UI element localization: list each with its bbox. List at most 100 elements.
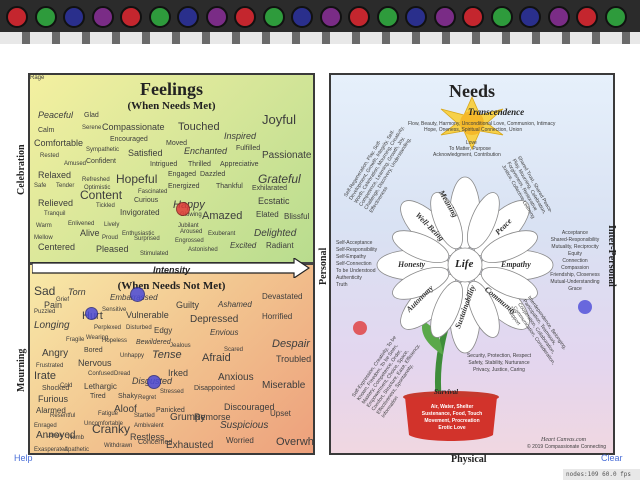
feeling-met-word[interactable]: Astonished (188, 247, 218, 253)
feeling-met-word[interactable]: Jubilant (178, 223, 199, 229)
color-dot[interactable] (405, 6, 427, 28)
need-marker-autonomy[interactable] (353, 321, 367, 335)
color-dot[interactable] (91, 6, 114, 28)
feeling-met-word[interactable]: Curious (134, 197, 159, 204)
needs-panel[interactable]: Needs (329, 73, 615, 455)
feeling-met-word[interactable]: Confident (86, 158, 116, 165)
feeling-met-word[interactable]: Enthusiastic (122, 231, 155, 237)
color-dot[interactable] (205, 6, 228, 28)
feeling-met-word[interactable]: Passionate (262, 150, 312, 161)
feeling-met-word[interactable]: Ecstatic (258, 196, 290, 206)
feeling-met-word[interactable]: Glowing (180, 212, 202, 218)
feeling-met-word[interactable]: Invigorated (120, 208, 160, 217)
feeling-unmet-word[interactable]: Scared (224, 347, 244, 353)
need-marker-community[interactable] (578, 300, 592, 314)
feeling-unmet-word[interactable]: Withdrawn (104, 443, 133, 449)
feeling-unmet-word[interactable]: Jealous (170, 343, 191, 349)
feeling-unmet-word[interactable]: Ashamed (218, 300, 252, 309)
color-dot[interactable] (319, 6, 342, 28)
feeling-met-word[interactable]: Centered (38, 242, 76, 252)
feeling-unmet-word[interactable]: Remorse (194, 412, 231, 422)
feeling-unmet-word[interactable]: Torn (68, 287, 86, 297)
feeling-unmet-word[interactable]: Restless (130, 432, 165, 442)
feeling-met-word[interactable]: Aroused (180, 229, 203, 235)
feeling-unmet-word[interactable]: Startled (134, 413, 155, 419)
feeling-unmet-word[interactable]: Nervous (78, 358, 112, 368)
feeling-unmet-word[interactable]: Stressed (160, 389, 184, 395)
clear-link[interactable]: Clear (601, 453, 623, 463)
feeling-met-word[interactable]: Alive (80, 228, 100, 238)
feeling-unmet-word[interactable]: Exhausted (166, 440, 214, 451)
feeling-met-word[interactable]: Elated (256, 210, 279, 219)
feeling-unmet-word[interactable]: Hopeless (102, 338, 128, 344)
feeling-met-word[interactable]: Pleased (96, 244, 129, 254)
feeling-met-word[interactable]: Stimulated (140, 251, 169, 257)
feeling-met-word[interactable]: Dazzled (200, 171, 226, 178)
color-dot[interactable] (348, 6, 370, 28)
feeling-marker-happy[interactable] (176, 202, 190, 216)
feeling-met-word[interactable]: Touched (178, 121, 220, 133)
feeling-unmet-word[interactable]: Longing (34, 320, 70, 331)
feeling-met-word[interactable]: Grateful (258, 172, 301, 186)
color-dot[interactable] (120, 6, 142, 28)
feeling-marker-disappointed[interactable] (147, 375, 161, 389)
color-dot[interactable] (34, 6, 57, 28)
feeling-unmet-word[interactable]: Angry (42, 348, 69, 359)
feeling-met-word[interactable]: Energized (168, 183, 200, 190)
feeling-unmet-word[interactable]: Troubled (276, 354, 312, 364)
feeling-met-word[interactable]: Tickled (96, 203, 115, 209)
color-dot[interactable] (148, 6, 171, 28)
feeling-met-word[interactable]: Refreshed (82, 177, 110, 183)
feeling-unmet-word[interactable]: Bewildered (136, 339, 171, 346)
feeling-met-word[interactable]: Tranquil (44, 211, 66, 217)
feeling-unmet-word[interactable]: Perplexed (94, 325, 122, 331)
feeling-unmet-word[interactable]: Grief (56, 297, 70, 303)
feeling-met-word[interactable]: Engrossed (175, 238, 204, 244)
feeling-unmet-word[interactable]: Tense (152, 349, 182, 361)
feeling-unmet-word[interactable]: Frustrated (36, 363, 64, 369)
feeling-unmet-word[interactable]: Worried (226, 436, 254, 445)
feeling-unmet-word[interactable]: Concerned (138, 439, 173, 446)
color-dot[interactable] (519, 6, 541, 28)
color-dot[interactable] (177, 6, 199, 28)
feeling-unmet-word[interactable]: Cold (60, 383, 73, 389)
feeling-met-word[interactable]: Optimistic (84, 185, 111, 191)
feeling-unmet-word[interactable]: Edgy (154, 326, 173, 335)
feeling-met-word[interactable]: Thrilled (188, 161, 211, 168)
color-dot[interactable] (490, 6, 513, 28)
feeling-unmet-word[interactable]: Rage (30, 75, 45, 81)
color-dot[interactable] (262, 6, 285, 28)
feeling-unmet-word[interactable]: Cranky (92, 422, 131, 436)
feelings-met-region[interactable] (30, 75, 313, 265)
feeling-met-word[interactable]: Peaceful (38, 110, 74, 120)
feeling-unmet-word[interactable]: Tired (90, 393, 106, 400)
feeling-met-word[interactable]: Amazed (202, 210, 243, 222)
feeling-unmet-word[interactable]: Guilty (176, 300, 200, 310)
feeling-unmet-word[interactable]: Puzzled (34, 309, 56, 315)
feeling-met-word[interactable]: Engaged (168, 171, 197, 178)
feeling-unmet-word[interactable]: Exasperated (34, 447, 68, 453)
feeling-unmet-word[interactable]: Unhappy (120, 353, 145, 359)
feeling-unmet-word[interactable]: Panicked (156, 407, 185, 414)
feeling-unmet-word[interactable]: Dread (114, 371, 131, 377)
color-dot[interactable] (547, 6, 570, 28)
needs-flower[interactable] (331, 75, 613, 453)
feeling-unmet-word[interactable]: Horrified (262, 312, 293, 321)
feeling-met-word[interactable]: Proud (102, 235, 119, 241)
feeling-unmet-word[interactable]: Numb (68, 435, 85, 441)
feeling-met-word[interactable]: Delighted (254, 228, 297, 239)
feeling-met-word[interactable]: Compassionate (102, 122, 165, 132)
feeling-unmet-word[interactable]: Grumpy (170, 412, 206, 423)
feeling-met-word[interactable]: Sympathetic (86, 147, 120, 153)
feeling-marker-embarrassed[interactable] (130, 287, 145, 302)
feeling-unmet-word[interactable]: Anxious (218, 372, 254, 383)
feeling-unmet-word[interactable]: Envious (210, 328, 239, 337)
feeling-met-word[interactable]: Exuberant (208, 231, 236, 237)
feeling-unmet-word[interactable]: Regret (138, 395, 157, 401)
feeling-unmet-word[interactable]: Disappointed (194, 385, 235, 392)
feelings-unmet-region[interactable] (30, 265, 313, 453)
feeling-met-word[interactable]: Excited (230, 241, 257, 250)
feeling-met-word[interactable]: Satisfied (128, 148, 163, 158)
feeling-unmet-word[interactable]: Irked (168, 368, 189, 378)
feeling-unmet-word[interactable]: Shocked (42, 385, 70, 392)
